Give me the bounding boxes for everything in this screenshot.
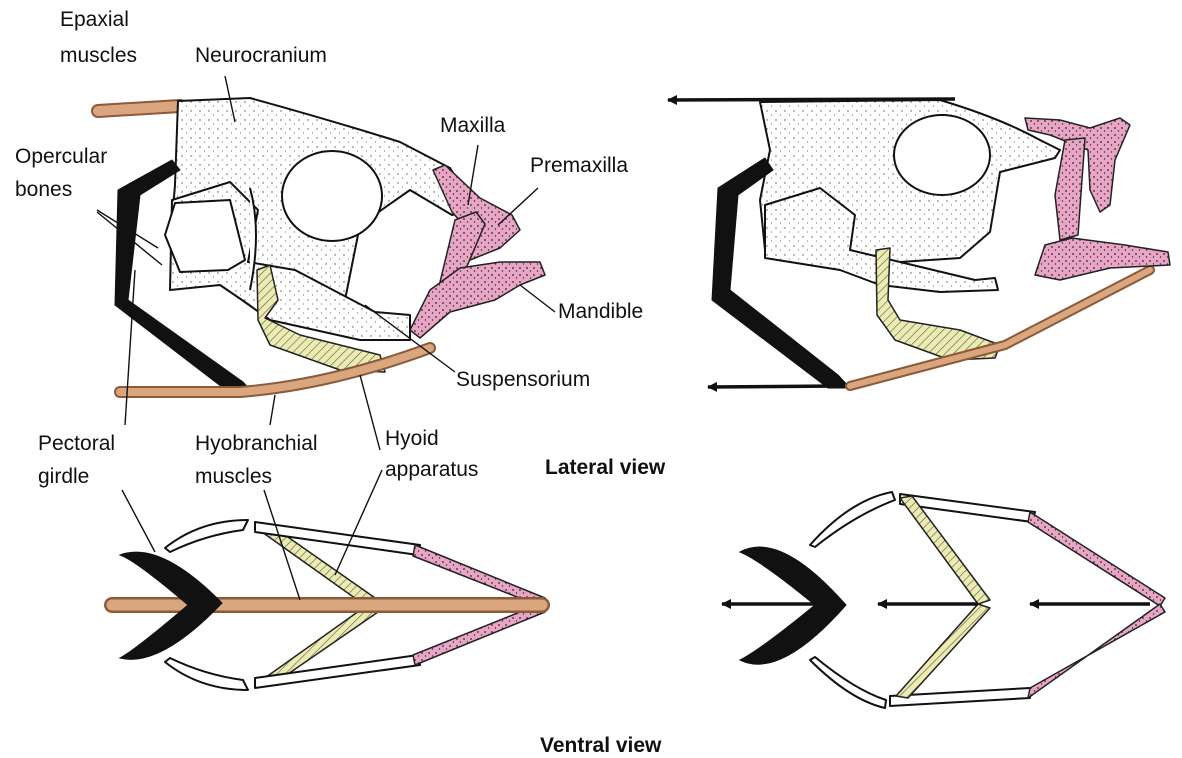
label-hyobranchial-2: muscles bbox=[195, 465, 272, 488]
hyoid-ventral-lower-open bbox=[896, 604, 990, 698]
label-hyoid-1: Hyoid bbox=[385, 427, 439, 450]
opercular-region bbox=[165, 200, 245, 272]
lateral-view-open bbox=[668, 99, 1170, 388]
mandible-ventral-lower-open bbox=[1028, 604, 1165, 698]
lateral-view-closed bbox=[98, 98, 545, 397]
label-hyoid-2: apparatus bbox=[385, 458, 478, 481]
orbit-open bbox=[894, 115, 990, 195]
label-epaxial-2: muscles bbox=[60, 44, 137, 67]
label-suspensorium: Suspensorium bbox=[456, 368, 590, 391]
label-neurocranium: Neurocranium bbox=[195, 44, 327, 67]
mandible-lateral bbox=[410, 262, 545, 338]
mandible-ventral-lower bbox=[413, 604, 545, 665]
label-premaxilla: Premaxilla bbox=[530, 154, 628, 177]
orbit bbox=[282, 151, 382, 241]
opercle-ventral-lower bbox=[165, 658, 248, 690]
label-ventral-view: Ventral view bbox=[540, 734, 662, 757]
label-hyobranchial-1: Hyobranchial bbox=[195, 432, 318, 455]
label-opercular-2: bones bbox=[15, 178, 72, 201]
hyobranchial-muscle-band bbox=[120, 348, 430, 392]
mandible-ventral-upper bbox=[413, 545, 545, 606]
opercle-ventral-upper bbox=[165, 520, 248, 552]
label-opercular-1: Opercular bbox=[15, 145, 107, 168]
label-pectoral-2: girdle bbox=[38, 465, 89, 488]
label-lateral-view: Lateral view bbox=[545, 456, 666, 479]
neurocranium-lift-arrow bbox=[668, 99, 955, 100]
ventral-view-closed bbox=[112, 520, 545, 690]
ventral-view-open bbox=[722, 492, 1165, 708]
label-epaxial-1: Epaxial bbox=[60, 8, 129, 31]
girdle-retract-arrow bbox=[708, 386, 838, 387]
label-pectoral-1: Pectoral bbox=[38, 432, 115, 455]
opercle-ventral-upper-open bbox=[810, 492, 895, 547]
label-mandible: Mandible bbox=[558, 300, 643, 323]
epaxial-muscle-band bbox=[98, 106, 180, 111]
label-maxilla: Maxilla bbox=[440, 114, 506, 137]
maxilla-open bbox=[1055, 138, 1085, 240]
mandible-ventral-upper-open bbox=[1028, 512, 1165, 606]
opercle-ventral-lower-open bbox=[810, 657, 886, 708]
